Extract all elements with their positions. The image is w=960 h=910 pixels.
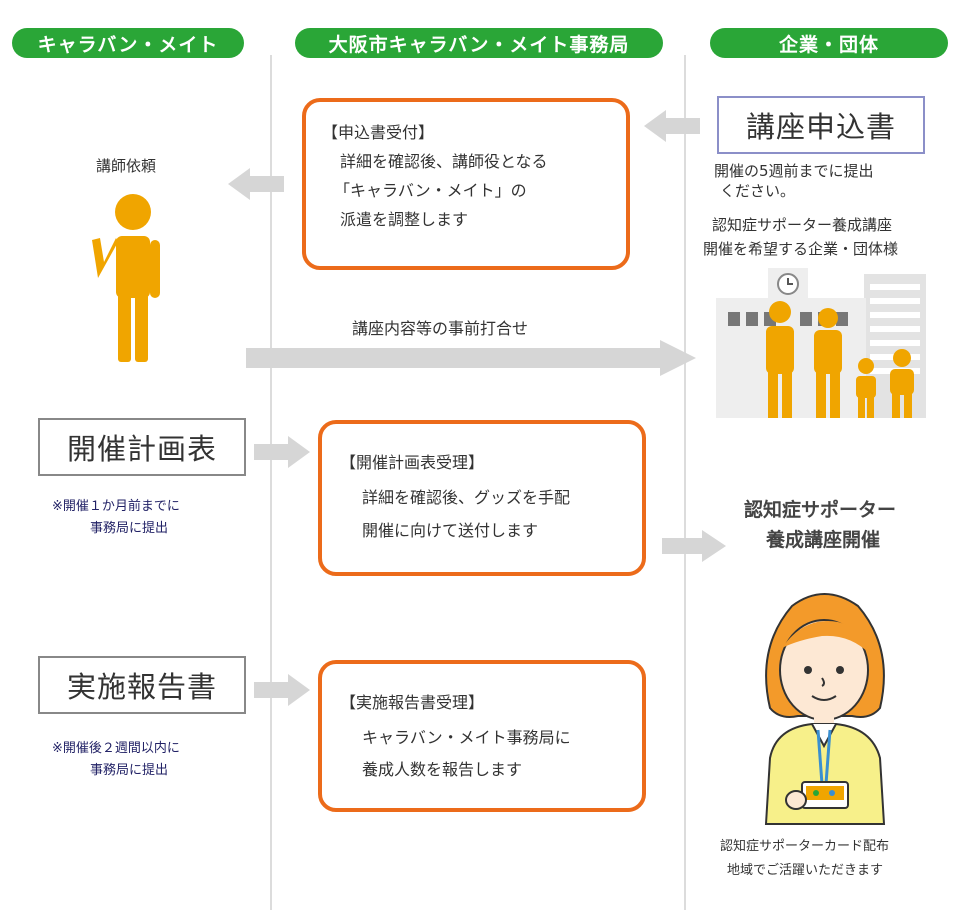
lecturer-request-label: 講師依頼	[96, 157, 157, 175]
application-received-title: 【申込書受付】	[322, 123, 435, 142]
company-desc-line-1: 認知症サポーター養成講座	[712, 216, 893, 234]
report-received-title: 【実施報告書受理】	[340, 693, 485, 712]
column-divider-left	[270, 55, 272, 910]
report-note-line-1: ※開催後２週間以内に	[52, 741, 180, 756]
arrow-report-to-office	[254, 674, 310, 706]
plan-received-box	[318, 420, 646, 576]
header-company: 企業・団体	[710, 28, 948, 58]
arrow-office-to-course	[662, 530, 726, 562]
arrow-plan-to-office	[254, 436, 310, 468]
application-form-doc: 講座申込書	[717, 96, 925, 154]
course-held-line-1: 認知症サポーター	[744, 499, 897, 521]
arrow-office-to-mate	[228, 168, 284, 200]
company-building-icon	[716, 268, 926, 418]
arrow-prep-meeting	[246, 340, 696, 376]
implementation-report-doc: 実施報告書	[38, 656, 246, 714]
column-divider-right	[684, 55, 686, 910]
header-office: 大阪市キャラバン・メイト事務局	[295, 28, 663, 58]
event-plan-note-line-1: ※開催１か月前までに	[52, 499, 180, 514]
course-held-line-2: 養成講座開催	[766, 529, 881, 551]
application-received-line-1: 詳細を確認後、講師役となる	[340, 152, 548, 171]
application-note-line-1: 開催の5週前までに提出	[714, 162, 874, 180]
company-desc-line-2: 開催を希望する企業・団体様	[703, 240, 899, 258]
event-plan-note-line-2: 事務局に提出	[90, 521, 169, 536]
lecturer-person-icon	[92, 194, 160, 362]
plan-received-line-1: 詳細を確認後、グッズを手配	[362, 488, 571, 507]
plan-received-line-2: 開催に向けて送付します	[362, 521, 539, 540]
card-note-line-1: 認知症サポーターカード配布	[720, 839, 890, 854]
report-received-line-2: 養成人数を報告します	[362, 760, 523, 779]
application-received-line-3: 派遣を調整します	[340, 210, 469, 229]
application-note-line-2: ください。	[720, 182, 796, 200]
application-received-box	[302, 98, 630, 270]
application-received-line-2: 「キャラバン・メイト」の	[334, 181, 527, 200]
prep-meeting-label: 講座内容等の事前打合せ	[352, 319, 529, 338]
arrow-company-to-office	[644, 110, 700, 142]
report-received-box	[318, 660, 646, 812]
event-plan-doc: 開催計画表	[38, 418, 246, 476]
report-received-line-1: キャラバン・メイト事務局に	[362, 728, 571, 747]
header-caravan-mate: キャラバン・メイト	[12, 28, 244, 58]
supporter-woman-icon	[764, 593, 886, 825]
report-note-line-2: 事務局に提出	[90, 763, 169, 778]
card-note-line-2: 地域でご活躍いただきます	[727, 863, 884, 878]
plan-received-title: 【開催計画表受理】	[340, 453, 485, 472]
